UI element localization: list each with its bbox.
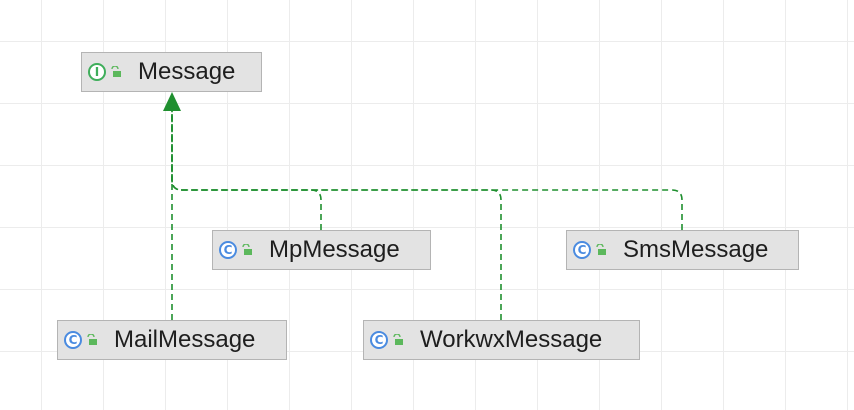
node-smsmessage[interactable]: C SmsMessage xyxy=(566,230,799,270)
interface-icon: I xyxy=(88,63,106,81)
class-icon: C xyxy=(370,331,388,349)
public-lock-icon xyxy=(110,66,122,78)
edge-sms-to-message xyxy=(171,104,683,230)
edge-mp-to-message xyxy=(171,104,322,230)
public-lock-icon xyxy=(86,334,98,346)
node-mailmessage[interactable]: C MailMessage xyxy=(57,320,287,360)
inheritance-arrowhead xyxy=(163,92,181,111)
node-label: Message xyxy=(138,58,236,85)
node-mpmessage[interactable]: C MpMessage xyxy=(212,230,431,270)
class-icon: C xyxy=(573,241,591,259)
public-lock-icon xyxy=(241,244,253,256)
node-workwxmessage[interactable]: C WorkwxMessage xyxy=(363,320,640,360)
public-lock-icon xyxy=(595,244,607,256)
node-label: MpMessage xyxy=(269,236,400,263)
node-label: WorkwxMessage xyxy=(420,326,603,353)
public-lock-icon xyxy=(392,334,404,346)
node-label: SmsMessage xyxy=(623,236,769,263)
node-message[interactable]: I Message xyxy=(81,52,262,92)
edge-workwx-to-message xyxy=(171,104,502,320)
node-label: MailMessage xyxy=(114,326,256,353)
class-icon: C xyxy=(219,241,237,259)
class-icon: C xyxy=(64,331,82,349)
